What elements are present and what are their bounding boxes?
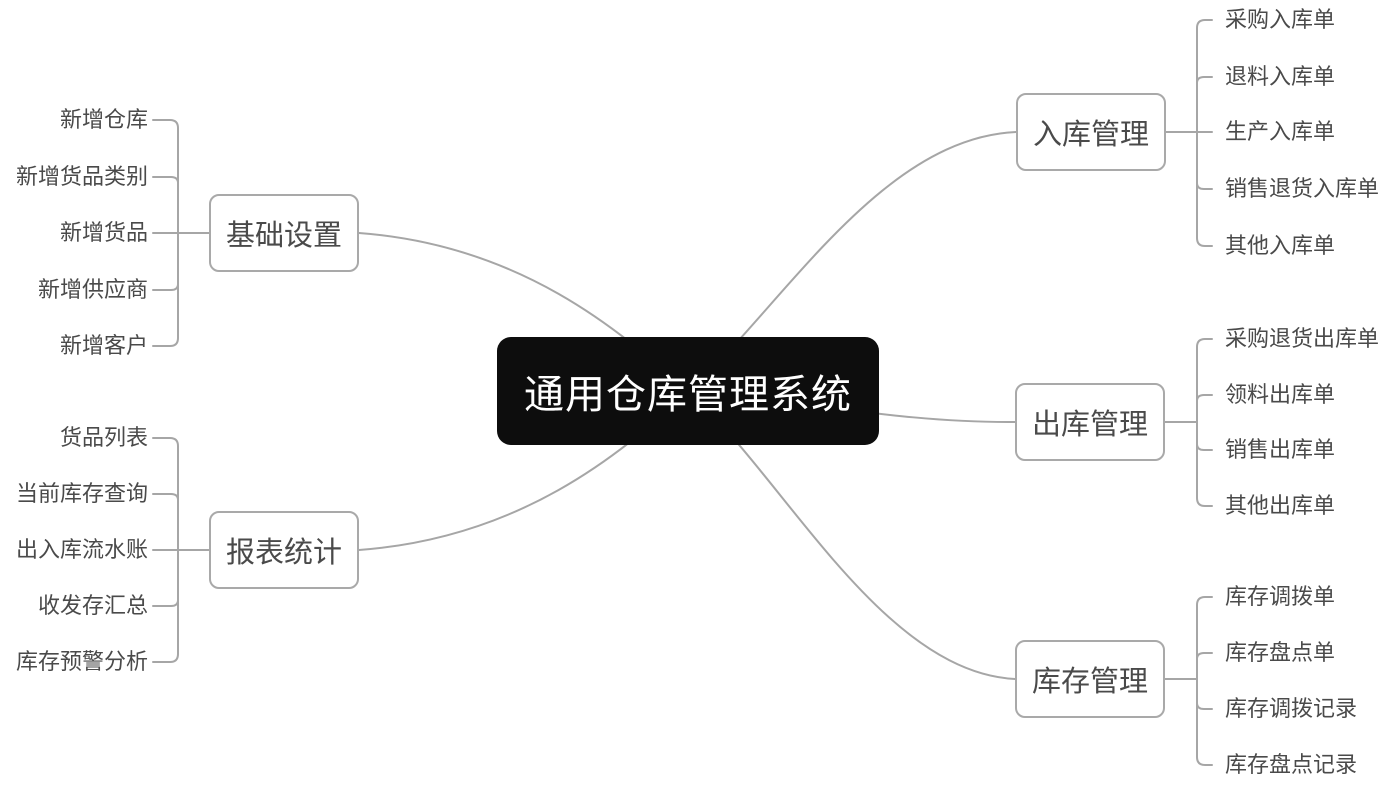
root-topic[interactable]: 通用仓库管理系统 xyxy=(497,337,879,445)
leaf-stock-count-order[interactable]: 库存盘点单 xyxy=(1225,640,1336,665)
branch-basic-settings[interactable]: 基础设置 xyxy=(209,194,359,272)
branch-outbound[interactable]: 出库管理 xyxy=(1015,383,1165,461)
leaf-purchase-return-outbound[interactable]: 采购退货出库单 xyxy=(1225,326,1380,351)
leaf-new-goods-category[interactable]: 新增货品类别 xyxy=(15,164,148,189)
leaf-in-out-ledger[interactable]: 出入库流水账 xyxy=(15,537,148,562)
leaf-stock-transfer-order[interactable]: 库存调拨单 xyxy=(1225,584,1336,609)
branch-inventory[interactable]: 库存管理 xyxy=(1015,640,1165,718)
leaf-purchase-inbound[interactable]: 采购入库单 xyxy=(1225,7,1336,32)
leaf-goods-list[interactable]: 货品列表 xyxy=(59,425,148,450)
leaf-new-goods[interactable]: 新增货品 xyxy=(59,220,148,245)
leaf-stock-count-record[interactable]: 库存盘点记录 xyxy=(1225,752,1358,777)
leaf-production-inbound[interactable]: 生产入库单 xyxy=(1225,119,1336,144)
branch-report-stats[interactable]: 报表统计 xyxy=(209,511,359,589)
leaf-other-inbound[interactable]: 其他入库单 xyxy=(1225,233,1336,258)
leaf-stock-transfer-record[interactable]: 库存调拨记录 xyxy=(1225,696,1358,721)
leaf-receive-send-summary[interactable]: 收发存汇总 xyxy=(37,593,148,618)
branch-inbound[interactable]: 入库管理 xyxy=(1016,93,1166,171)
leaf-stock-alert-analysis[interactable]: 库存预警分析 xyxy=(15,649,148,674)
leaf-material-return-inbound[interactable]: 退料入库单 xyxy=(1225,64,1336,89)
leaf-material-pick-outbound[interactable]: 领料出库单 xyxy=(1225,382,1336,407)
leaf-new-warehouse[interactable]: 新增仓库 xyxy=(59,107,148,132)
leaf-new-supplier[interactable]: 新增供应商 xyxy=(37,277,148,302)
leaf-other-outbound[interactable]: 其他出库单 xyxy=(1225,493,1336,518)
leaf-current-stock-query[interactable]: 当前库存查询 xyxy=(15,481,148,506)
leaf-sales-outbound[interactable]: 销售出库单 xyxy=(1225,437,1336,462)
leaf-sales-return-inbound[interactable]: 销售退货入库单 xyxy=(1225,176,1380,201)
leaf-new-customer[interactable]: 新增客户 xyxy=(59,333,148,358)
